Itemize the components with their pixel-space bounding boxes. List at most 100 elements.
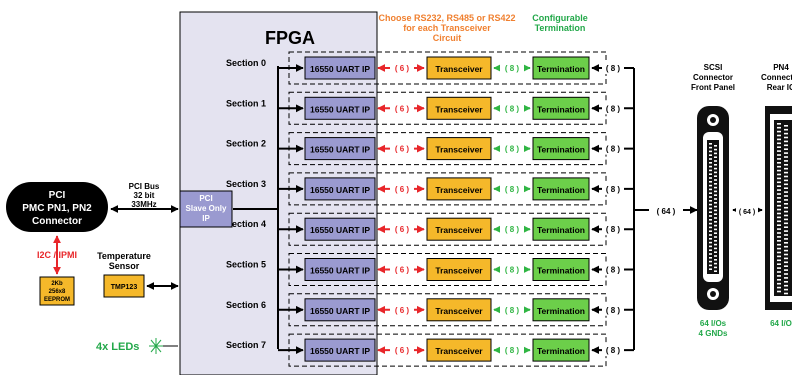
pci-connector-line-3: Connector xyxy=(32,216,82,227)
link-6-label: ( 6 ) xyxy=(395,346,410,355)
bus-64-label-right: ( 64 ) xyxy=(739,209,755,216)
link-8-label-black: ( 8 ) xyxy=(606,306,621,315)
transceiver-box xyxy=(426,177,492,201)
pn4-line-3: Rear IO xyxy=(767,83,792,92)
link-8-label-black: ( 8 ) xyxy=(606,145,621,154)
termination-box xyxy=(532,298,590,322)
pci-bus-line-1: PCI Bus xyxy=(129,182,160,191)
scsi-line-1: SCSI xyxy=(704,63,723,72)
pn4-connector-icon xyxy=(765,106,792,310)
link-8-label-green: ( 8 ) xyxy=(505,145,520,154)
termination-box xyxy=(532,177,590,201)
scsi-io-line-1: 64 I/Os xyxy=(700,319,727,328)
uart-label: 16550 UART IP xyxy=(310,225,370,235)
section-label: Section 6 xyxy=(226,300,266,310)
transceiver-label: Transceiver xyxy=(435,185,483,195)
pci-connector xyxy=(6,182,108,232)
link-6-label: ( 6 ) xyxy=(395,185,410,194)
uart-label: 16550 UART IP xyxy=(310,64,370,74)
section-row: Section 2 16550 UART IP ( 6 ) Transceiver ( … xyxy=(226,132,634,166)
transceiver-box xyxy=(426,258,492,281)
eeprom-line-1: 2Kb xyxy=(51,281,63,287)
header-green-line-2: Termination xyxy=(535,23,586,33)
scsi-io-line-2: 4 GNDs xyxy=(699,329,728,338)
fpga-title: FPGA xyxy=(265,28,315,48)
header-orange-line-1: Choose RS232, RS485 or RS422 xyxy=(378,13,515,23)
pci-connector-line-1: PCI xyxy=(49,190,66,201)
led-icon xyxy=(149,338,163,354)
termination-box xyxy=(532,258,590,281)
uart-label: 16550 UART IP xyxy=(310,145,370,155)
pn4-line-1: PN4 xyxy=(773,63,789,72)
termination-box xyxy=(532,56,590,80)
section-label: Section 2 xyxy=(226,139,266,149)
temp-sensor-line-1: Temperature xyxy=(97,251,151,261)
section-label: Section 7 xyxy=(226,340,266,350)
transceiver-label: Transceiver xyxy=(435,266,483,276)
eeprom-chip xyxy=(39,276,75,306)
uart-box xyxy=(304,338,376,362)
uart-box xyxy=(304,56,376,80)
eeprom-line-2: 256x8 xyxy=(49,289,66,295)
pci-ip-line-1: PCI xyxy=(199,194,212,203)
termination-label: Termination xyxy=(537,346,585,356)
i2c-label: I2C / IPMI xyxy=(37,250,77,260)
termination-label: Termination xyxy=(537,145,585,155)
transceiver-label: Transceiver xyxy=(435,306,483,316)
pci-ip-line-2: Slave Only xyxy=(186,204,227,213)
uart-label: 16550 UART IP xyxy=(310,306,370,316)
pci-bus-line-2: 32 bit xyxy=(134,191,155,200)
link-8-label-black: ( 8 ) xyxy=(606,266,621,275)
uart-label: 16550 UART IP xyxy=(310,266,370,276)
pci-slave-ip xyxy=(179,190,233,228)
link-6-label: ( 6 ) xyxy=(395,145,410,154)
transceiver-box xyxy=(426,137,492,161)
link-8-label-green: ( 8 ) xyxy=(505,185,520,194)
link-8-label-black: ( 8 ) xyxy=(606,104,621,113)
section-row: Section 6 16550 UART IP ( 6 ) Transceiver ( … xyxy=(226,293,634,327)
link-6-label: ( 6 ) xyxy=(395,225,410,234)
link-8-label-black: ( 8 ) xyxy=(606,64,621,73)
uart-box xyxy=(304,298,376,322)
uart-box xyxy=(304,258,376,281)
pn4-line-2: Connector xyxy=(761,73,792,82)
uart-box xyxy=(304,96,376,120)
scsi-connector-icon xyxy=(697,106,729,310)
link-8-label-green: ( 8 ) xyxy=(505,104,520,113)
link-8-label-green: ( 8 ) xyxy=(505,346,520,355)
uart-label: 16550 UART IP xyxy=(310,346,370,356)
link-8-label-green: ( 8 ) xyxy=(505,266,520,275)
section-label: Section 4 xyxy=(226,219,266,229)
termination-label: Termination xyxy=(537,266,585,276)
section-row: Section 3 16550 UART IP ( 6 ) Transceiver ( … xyxy=(226,172,634,206)
pci-ip-line-3: IP xyxy=(202,214,210,223)
termination-label: Termination xyxy=(537,185,585,195)
uart-label: 16550 UART IP xyxy=(310,185,370,195)
termination-box xyxy=(532,96,590,120)
transceiver-label: Transceiver xyxy=(435,145,483,155)
temp-sensor-line-2: Sensor xyxy=(109,261,140,271)
section-label: Section 3 xyxy=(226,179,266,189)
pci-connector-line-2: PMC PN1, PN2 xyxy=(22,203,92,214)
link-8-label-green: ( 8 ) xyxy=(505,64,520,73)
link-8-label-green: ( 8 ) xyxy=(505,306,520,315)
pn4-io: 64 I/O xyxy=(770,319,792,328)
header-orange-line-3: Circuit xyxy=(433,33,462,43)
link-6-label: ( 6 ) xyxy=(395,306,410,315)
transceiver-box xyxy=(426,96,492,120)
transceiver-box xyxy=(426,298,492,322)
link-8-label-black: ( 8 ) xyxy=(606,346,621,355)
uart-box xyxy=(304,137,376,161)
tmp-chip xyxy=(103,274,145,298)
header-green-line-1: Configurable xyxy=(532,13,588,23)
bus-64-label-left: ( 64 ) xyxy=(657,207,676,216)
link-6-label: ( 6 ) xyxy=(395,64,410,73)
section-label: Section 1 xyxy=(226,98,266,108)
transceiver-box xyxy=(426,56,492,80)
